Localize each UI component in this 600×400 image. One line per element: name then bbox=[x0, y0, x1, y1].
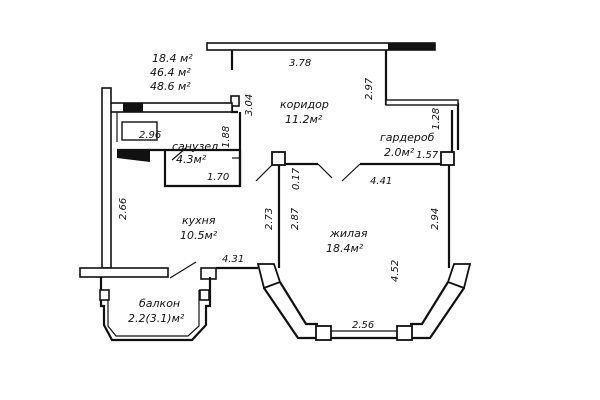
door-swing-b bbox=[341, 163, 361, 182]
kitchen-door-swing bbox=[169, 261, 197, 279]
bath-area: 4.3м² bbox=[176, 153, 207, 166]
wardrobe-area: 2.0м² bbox=[384, 146, 415, 159]
balcony-area: 2.2(3.1)м² bbox=[128, 312, 185, 325]
dim-bay-width: 2.56 bbox=[352, 320, 374, 331]
door-swing-a bbox=[317, 163, 333, 179]
bath-door-swing bbox=[171, 147, 187, 161]
bay-wall-right-outer bbox=[412, 287, 465, 340]
column-left bbox=[271, 151, 286, 166]
walls bbox=[79, 42, 472, 342]
dimension-labels: 3.78 2.97 3.04 1.88 2.96 1.70 1.28 1.57 … bbox=[118, 58, 442, 331]
dim-living-top: 4.41 bbox=[370, 176, 392, 187]
dim-corridor-right: 2.97 bbox=[364, 77, 375, 100]
balcony-outline-inner bbox=[107, 290, 200, 337]
balcony-name: балкон bbox=[139, 297, 180, 310]
bay-wall-left-outer bbox=[263, 287, 316, 340]
dim-living-right: 2.94 bbox=[430, 208, 441, 230]
dim-kitchen-width: 4.31 bbox=[222, 254, 244, 265]
bay-post-bottom-right bbox=[396, 325, 413, 341]
top-wall-hatch bbox=[388, 43, 435, 50]
dim-living-left: 2.87 bbox=[290, 207, 301, 230]
bay-post-right bbox=[446, 263, 472, 290]
dim-wardrobe-height: 1.28 bbox=[431, 108, 442, 130]
dim-kitchen-height: 2.66 bbox=[118, 198, 129, 220]
corridor-left-post bbox=[230, 95, 240, 107]
bath-top-hatch bbox=[123, 103, 143, 112]
door-swing-c bbox=[255, 164, 273, 182]
area-totals: 18.4 м² 46.4 м² 48.6 м² bbox=[150, 52, 193, 93]
bath-name: санузел bbox=[172, 140, 218, 153]
dim-living-height: 4.52 bbox=[390, 260, 401, 282]
dim-kitchen-right: 2.73 bbox=[264, 208, 275, 230]
dim-top-width: 3.78 bbox=[289, 58, 311, 69]
balcony-post-left bbox=[99, 289, 110, 301]
dim-bath-width: 2.96 bbox=[139, 130, 161, 141]
living-area: 18.4м² bbox=[326, 242, 364, 255]
bay-wall-left-inner bbox=[279, 281, 318, 326]
bay-wall-right-inner bbox=[410, 281, 449, 326]
column-right bbox=[440, 151, 455, 166]
kitchen-post bbox=[200, 267, 217, 280]
dim-corridor-left: 3.04 bbox=[244, 94, 255, 116]
total-area: 46.4 м² bbox=[150, 66, 191, 79]
balcony-post-right bbox=[199, 289, 210, 301]
balcony-outline-outer bbox=[99, 277, 212, 342]
corridor-name: коридор bbox=[280, 98, 329, 111]
bath-inner-box bbox=[121, 121, 158, 141]
living-name: жилая bbox=[329, 227, 368, 240]
room-labels: коридор 11.2м² санузел 4.3м² гардероб 2.… bbox=[128, 98, 435, 325]
dim-wardrobe-width: 1.57 bbox=[416, 150, 439, 161]
wardrobe-top-fill bbox=[385, 99, 459, 106]
wardrobe-name: гардероб bbox=[380, 131, 435, 144]
bay-post-bottom-left bbox=[315, 325, 332, 341]
dim-bath-bottom: 1.70 bbox=[207, 172, 229, 183]
corridor-area: 11.2м² bbox=[285, 113, 323, 126]
bay-post-left bbox=[256, 263, 282, 290]
balcony-slab bbox=[79, 267, 169, 278]
left-exterior-wall bbox=[101, 87, 112, 269]
kitchen-name: кухня bbox=[182, 214, 216, 227]
bath-wedge bbox=[117, 150, 150, 162]
kitchen-area: 10.5м² bbox=[180, 229, 218, 242]
dim-bath-height: 1.88 bbox=[221, 126, 232, 148]
total-living-area: 18.4 м² bbox=[152, 52, 193, 65]
total-area-with-balcony: 48.6 м² bbox=[150, 80, 191, 93]
dim-door-gap: 0.17 bbox=[291, 167, 302, 190]
